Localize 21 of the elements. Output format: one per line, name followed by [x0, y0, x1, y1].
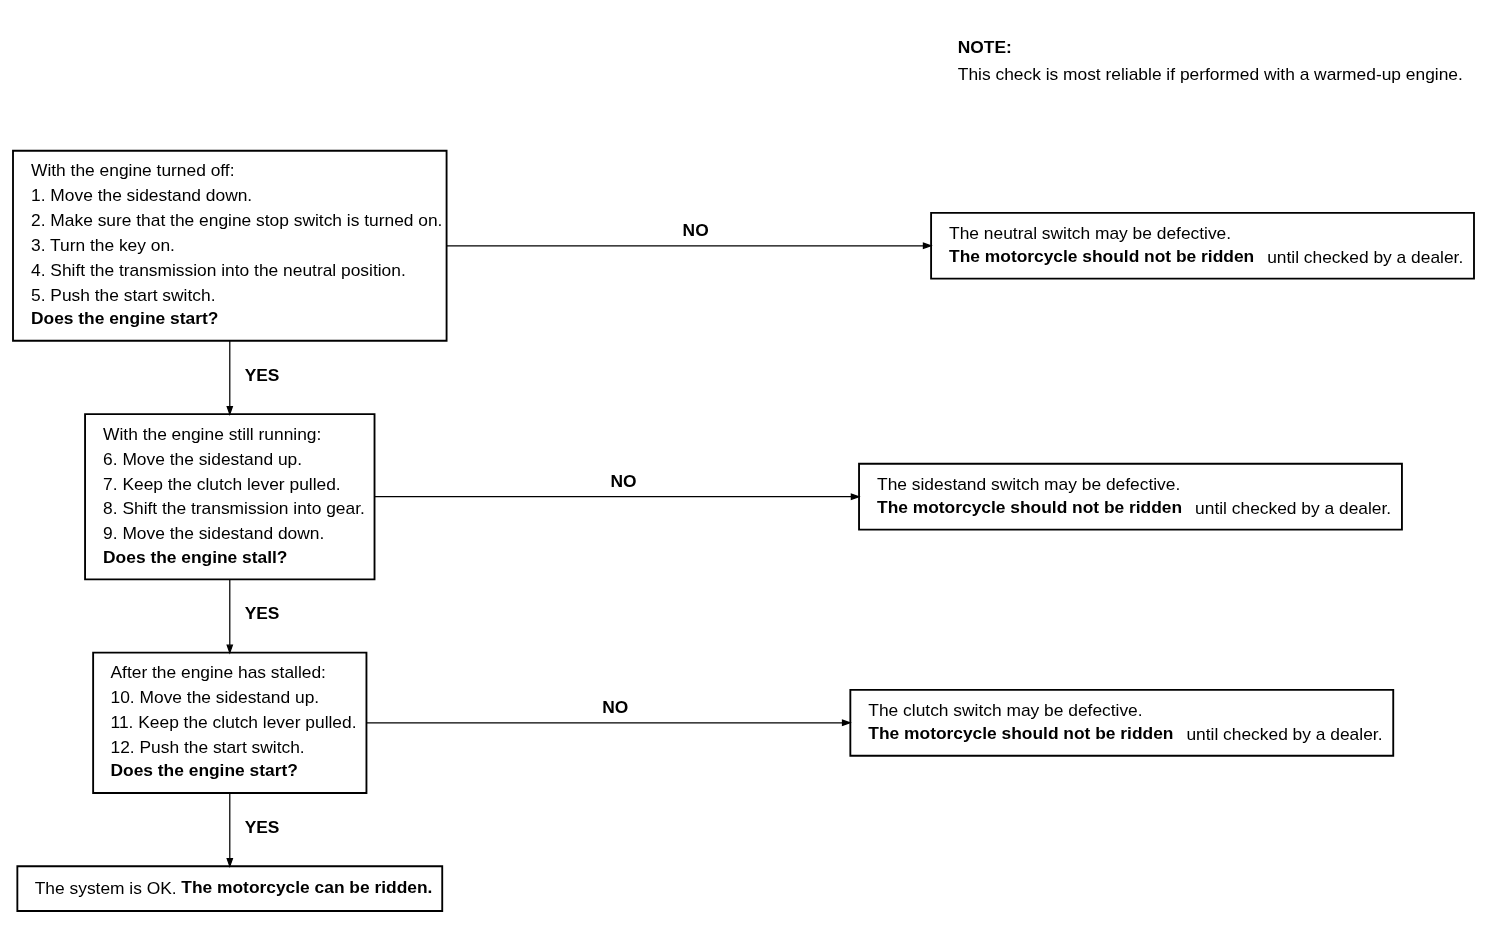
edge-label: YES [244, 364, 280, 385]
node-box: The neutral switch may be defective. The motorcycle should not be ridden until checked by a dealer. [930, 211, 1475, 280]
label: This check is most reliable if performed with a warmed-up engine. [957, 63, 1463, 84]
node-box: The system is OK. The motorcycle can be ridden. [16, 865, 444, 912]
edge-label: NO [602, 697, 629, 718]
edge-label: NO [610, 471, 637, 492]
label: NOTE: [957, 37, 1012, 58]
node-box: With the engine turned off: 1. Move the sidestand down. 2. Make sure that the engine stop switch is turned on. 3. Turn the key on. 4. Shift the transmission into the neutral position. 5. Push the start switch. Does the engine start? [12, 149, 448, 342]
node-box: The clutch switch may be defective. The motorcycle should not be ridden until checked by a dealer. [849, 688, 1395, 757]
arrow [226, 340, 234, 416]
edge-label: NO [682, 220, 709, 241]
node-box: After the engine has stalled: 10. Move the sidestand up. 11. Keep the clutch lever pulled. 12. Push the start switch. Does the engine start? [92, 651, 368, 794]
node-box: The sidestand switch may be defective. The motorcycle should not be ridden until checked by a dealer. [858, 462, 1403, 531]
edge-label: YES [244, 603, 280, 624]
arrow [374, 493, 861, 501]
arrow [366, 719, 852, 727]
arrow [226, 579, 234, 655]
node-box: With the engine still running: 6. Move the sidestand up. 7. Keep the clutch lever pulled. 8. Shift the transmission into gear. 9. Move the sidestand down. Does the engine stall? [84, 413, 376, 581]
arrow [226, 792, 234, 869]
edge-label: YES [244, 817, 280, 838]
arrow [446, 242, 933, 250]
